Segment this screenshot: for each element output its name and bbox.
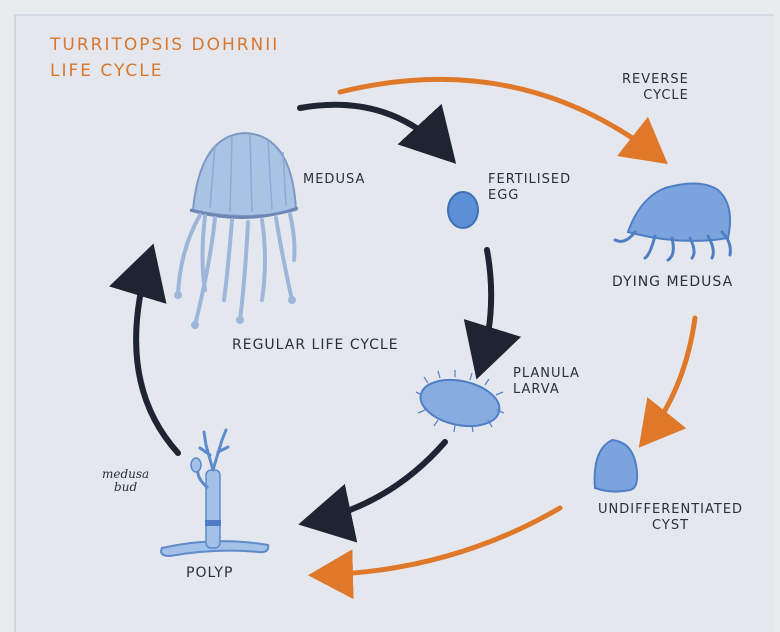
label-planula-larva: PLANULA LARVA [513,366,580,399]
medusa-illustration [174,133,298,329]
label-medusa-bud: medusa bud [102,468,149,493]
planula-larva-illustration [416,370,504,433]
label-undifferentiated-cyst: UNDIFFERENTIATED CYST [598,502,743,535]
diagram-title: TURRITOPSIS DOHRNII LIFE CYCLE [50,32,279,85]
label-polyp: POLYP [186,565,233,583]
label-reverse-cycle: REVERSE CYCLE [622,72,689,105]
arrow-egg-to-larva [480,250,491,368]
label-fertilised-egg: FERTILISED EGG [488,172,571,205]
egg-illustration [448,192,478,228]
arrow-dying-to-cyst [645,318,695,440]
label-regular-life-cycle: REGULAR LIFE CYCLE [232,337,399,355]
dying-medusa-illustration [615,183,730,260]
label-dying-medusa: DYING MEDUSA [612,274,733,292]
arrow-cyst-to-polyp [318,508,560,575]
arrow-polyp-to-medusa [136,255,178,453]
arrow-medusa-to-dying [340,79,660,158]
cyst-illustration [595,440,638,492]
arrow-medusa-to-egg [300,105,448,155]
label-medusa: MEDUSA [303,172,365,188]
arrow-larva-to-polyp [310,442,445,522]
